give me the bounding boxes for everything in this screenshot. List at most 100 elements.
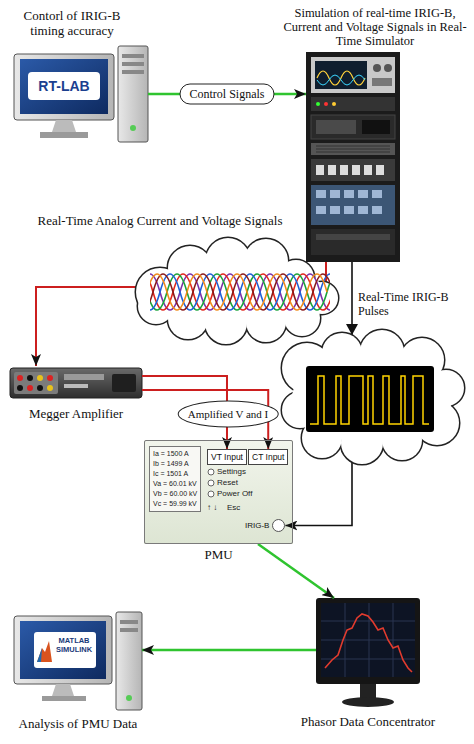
caption-text: Phasor Data Concentrator <box>283 714 453 729</box>
amplifier-illustration <box>10 368 142 398</box>
matlab-computer-illustration <box>20 621 106 679</box>
simulator-rack-illustration <box>316 206 326 214</box>
simulator-rack-illustration <box>316 120 356 134</box>
simulator-rack-illustration <box>330 190 340 198</box>
computer-illustration <box>28 72 100 100</box>
input-port: VT Input <box>207 449 247 465</box>
amplifier-illustration <box>14 372 58 394</box>
port-label: CT Input <box>252 451 284 463</box>
reading-text: Ic = 1501 A <box>153 469 197 479</box>
analog-signal-cloud <box>107 238 360 344</box>
pdc-monitor-illustration <box>321 603 415 677</box>
caption-text: Simulation of real-time IRIG-B, Current … <box>282 6 468 48</box>
simulator-rack-illustration <box>311 159 395 181</box>
simulator-rack-illustration <box>358 190 368 198</box>
simulator-rack-illustration <box>317 75 365 85</box>
simulator-rack-illustration <box>362 120 390 134</box>
simulator-rack-illustration <box>372 78 392 86</box>
caption-text: Analysis of PMU Data <box>3 716 153 731</box>
simulator-rack-illustration <box>324 102 328 106</box>
amplifier-illustration <box>27 385 33 391</box>
matlab-computer-illustration <box>37 648 42 662</box>
matlab-computer-illustration <box>120 620 138 624</box>
computer-illustration <box>130 125 136 131</box>
simulator-rack-illustration <box>358 206 368 214</box>
simulator-rack-illustration <box>311 143 395 155</box>
simulator-rack-illustration <box>311 185 395 225</box>
reading-text: Vc = 59.99 kV <box>153 499 197 509</box>
pdc-monitor-illustration <box>321 603 415 677</box>
amplifier-illustration <box>10 368 142 398</box>
reading-text: Ib = 1499 A <box>153 459 197 469</box>
computer-illustration <box>122 62 144 66</box>
amplifier-illustration <box>37 375 43 381</box>
pdc-monitor-illustration <box>316 598 420 684</box>
simulator-rack-illustration <box>352 165 360 175</box>
matlab-computer-illustration <box>37 641 52 662</box>
reading-text: Va = 60.01 kV <box>153 479 197 489</box>
caption-text: Contorl of IRIG-B timing accuracy <box>8 8 136 38</box>
port-label: VT Input <box>211 451 243 463</box>
connector <box>142 649 316 652</box>
simulator-rack-illustration <box>376 165 384 175</box>
simulator-rack-illustration <box>317 71 365 85</box>
pmu-panel <box>208 480 214 486</box>
amplifier-illustration <box>47 375 53 381</box>
irig-pulse-cloud <box>282 330 464 464</box>
reading-text: Vb = 60.00 kV <box>153 489 197 499</box>
matlab-computer-illustration <box>126 695 132 701</box>
irig-pulse-cloud <box>306 366 434 432</box>
simulator-rack-illustration <box>330 206 340 214</box>
simulator-rack-illustration <box>306 52 400 262</box>
simulator-rack-illustration <box>315 61 367 89</box>
simulator-rack-illustration <box>316 146 390 152</box>
irig-pulse-cloud <box>282 330 464 464</box>
amplifier-illustration <box>112 374 136 392</box>
simulator-rack-illustration <box>372 190 382 198</box>
matlab-computer-illustration <box>116 612 142 710</box>
simulator-rack: Simulation of real-time IRIG-B, Current … <box>306 52 400 262</box>
signal-label: Control Signals <box>179 84 274 105</box>
analog-signal-cloud <box>150 274 330 310</box>
irig-pulse-cloud <box>310 376 429 424</box>
computer-illustration <box>122 70 144 74</box>
analog-signal-cloud <box>150 274 327 310</box>
matlab-computer-illustration <box>34 632 96 668</box>
simulator-rack-illustration <box>311 57 395 93</box>
button-label: Power Off <box>217 489 252 499</box>
simulator-rack-illustration <box>372 206 382 214</box>
simulator-rack-illustration <box>311 115 395 139</box>
simulator-rack-illustration <box>344 206 354 214</box>
logo-text: RT-LAB <box>28 77 100 95</box>
irig-pulse-cloud <box>282 324 464 464</box>
amplifier-illustration <box>17 385 23 391</box>
pdc-monitor-illustration <box>360 684 376 698</box>
simulator-rack-illustration <box>384 64 392 72</box>
computer-illustration <box>122 54 144 58</box>
computer-illustration <box>40 132 88 138</box>
amplifier-illustration <box>64 384 88 388</box>
signal-bubble: Amplified V and I <box>178 401 279 428</box>
input-port: CT Input <box>248 449 288 465</box>
matlab-computer-illustration <box>120 628 138 632</box>
signal-label: Real-Time IRIG-B Pulses <box>358 290 462 318</box>
matlab-computer-illustration <box>14 612 142 710</box>
matlab-computer-illustration <box>42 696 86 701</box>
pmu-panel <box>144 440 293 544</box>
button-label: ↑ ↓ <box>207 503 217 513</box>
amplifier-illustration <box>17 375 23 381</box>
amplifier-illustration <box>37 385 43 391</box>
computer-illustration <box>118 46 148 142</box>
button-label: Settings <box>217 467 246 477</box>
pmu-panel <box>208 469 214 475</box>
amplifier-illustration <box>47 385 53 391</box>
computer-illustration <box>20 59 108 114</box>
caption-text: Megger Amplifier <box>6 406 146 421</box>
button-label: Esc <box>227 503 240 513</box>
simulator-rack-illustration <box>332 102 336 106</box>
matlab-computer-illustration <box>14 616 112 684</box>
computer-illustration <box>52 120 76 132</box>
irig-pulse-cloud <box>292 353 452 443</box>
